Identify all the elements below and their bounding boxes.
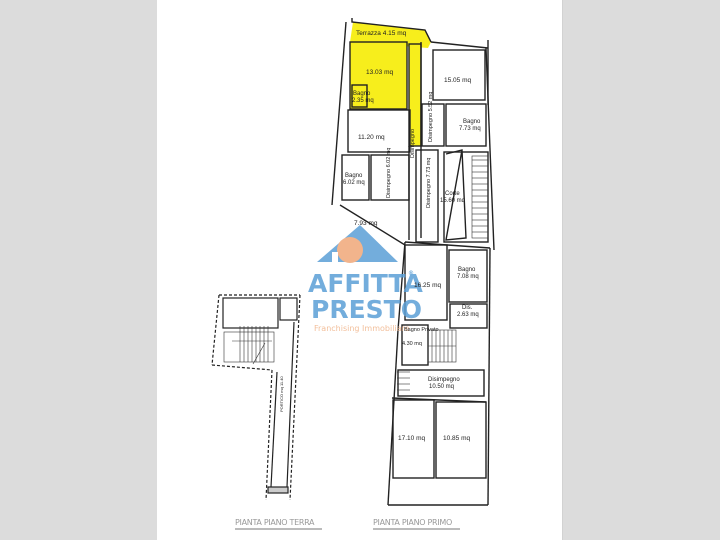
room-labels: Terrazza 4.15 mq 13.03 mq Bagno 2.35 mq … [279, 30, 481, 442]
label-bagno-7-08-area: 7.08 mq [457, 274, 479, 280]
caption-ground-floor: PIANTA PIANO TERRA [235, 518, 315, 527]
label-bagno-privato-area: 4.30 mq [402, 341, 422, 347]
label-room-13-03: 13.03 mq [366, 69, 393, 76]
label-room-16-25: 16.25 mq [414, 282, 441, 289]
label-dis: Dis. [462, 305, 473, 311]
label-bagno-yellow-area: 2.35 mq [352, 98, 374, 104]
label-room-7-93: 7.93 mq [354, 220, 378, 227]
first-floor-walls [331, 18, 495, 251]
viewer-right-margin [562, 0, 720, 540]
label-bagno-privato: Bagno Privato [404, 327, 439, 333]
label-disimpegno-5-52: Disimpegno 5.52 mq [428, 92, 434, 142]
logo-text-presto: PRESTO [311, 295, 422, 324]
label-bagno-6-02: Bagno [345, 173, 363, 179]
staircase-corte [471, 155, 489, 239]
label-disimpegno-10-50: Disimpegno [428, 377, 460, 383]
label-room-11-20: 11.20 mq [358, 134, 385, 141]
label-room-17-10: 17.10 mq [398, 435, 425, 442]
label-room-15-05: 15.05 mq [444, 77, 471, 84]
label-bagno-7-73: Bagno [463, 119, 481, 125]
highlighted-unit [350, 22, 431, 146]
label-bagno-yellow: Bagno [353, 91, 371, 97]
viewer-left-margin [0, 0, 157, 540]
label-terrazza: Terrazza 4.15 mq [356, 30, 407, 37]
logo-registered-mark: ® [408, 270, 414, 277]
label-disimpegno-6-02: Disimpegno 6.02 mq [386, 148, 392, 198]
floor-plan-drawing: AFFITTA ® PRESTO Franchising Immobiliare… [211, 18, 495, 530]
caption-first-floor: PIANTA PIANO PRIMO [373, 518, 452, 527]
label-room-10-85: 10.85 mq [443, 435, 470, 442]
staircase-ground [223, 326, 275, 365]
label-disimpegno-yellow: Disimpegno [410, 129, 416, 158]
label-bagno-7-73-area: 7.73 mq [459, 126, 481, 132]
label-disimpegno-10-50-area: 10.50 mq [429, 384, 454, 390]
room-13-03-area [350, 42, 407, 109]
affitta-presto-logo: AFFITTA ® PRESTO Franchising Immobiliare [308, 225, 424, 333]
label-disimpegno-7-73: Disimpegno 7.73 mq [426, 158, 432, 208]
floor-plan-sheet: AFFITTA ® PRESTO Franchising Immobiliare… [157, 0, 562, 540]
disimpegno-yellow-area [409, 44, 421, 146]
label-corte-area: 15.60 mq [440, 198, 465, 204]
label-dis-area: 2.63 mq [457, 312, 479, 318]
captions: PIANTA PIANO TERRA PIANTA PIANO PRIMO [235, 518, 460, 530]
label-bagno-6-02-area: 6.02 mq [343, 180, 365, 186]
logo-tagline: Franchising Immobiliare [314, 324, 410, 333]
ground-floor-walls [211, 294, 301, 501]
staircase-lower [397, 329, 457, 391]
sun-icon [337, 237, 363, 263]
label-ground-corridor: PORTICO mq 11.40 [279, 376, 284, 412]
logo-text-affitta: AFFITTA [308, 269, 424, 298]
label-corte: Corte [445, 191, 460, 197]
first-floor-walls-lower [387, 241, 491, 506]
label-bagno-7-08: Bagno [458, 267, 476, 273]
